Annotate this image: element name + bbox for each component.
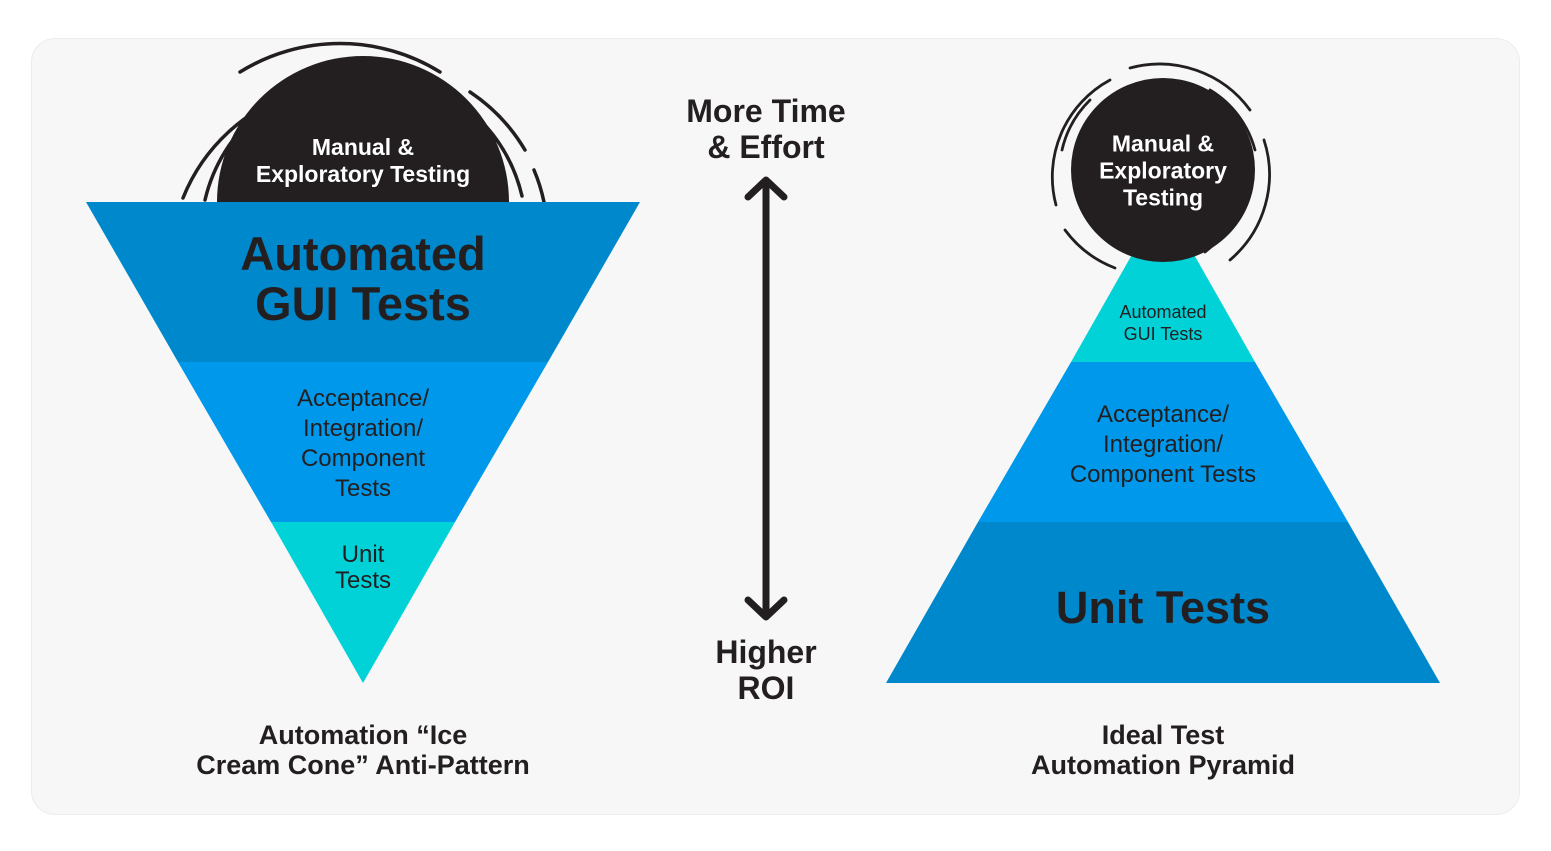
pyramid-manual-label: Manual & Exploratory Testing bbox=[1099, 130, 1227, 211]
pyramid-circle bbox=[1050, 62, 1271, 270]
pyramid-gui-label: Automated GUI Tests bbox=[1119, 302, 1207, 344]
pyramid-manual-circle bbox=[1071, 78, 1255, 262]
cone-manual-scoop bbox=[217, 56, 509, 202]
cone-unit-layer bbox=[271, 522, 455, 683]
cone-manual-label: Manual & Exploratory Testing bbox=[255, 134, 471, 187]
scale-bottom-label: Higher ROI bbox=[715, 634, 817, 706]
pyr-arc-2 bbox=[1128, 62, 1252, 112]
cone-arc-2 bbox=[238, 41, 442, 74]
pyramid-caption: Ideal Test Automation Pyramid bbox=[1030, 720, 1296, 780]
pyramid-gui-layer bbox=[1071, 200, 1255, 362]
pyramid-unit-label: Unit Tests bbox=[1055, 582, 1271, 633]
pyramid-acceptance-layer bbox=[978, 362, 1348, 522]
cone-acceptance-label: Acceptance/ Integration/ Component Tests bbox=[296, 385, 430, 502]
cone-gui-label: Automated GUI Tests bbox=[240, 227, 486, 330]
pyr-arc-5 bbox=[1060, 98, 1092, 152]
cone-arc-6 bbox=[532, 168, 546, 204]
pyr-arc-7 bbox=[1208, 88, 1257, 152]
double-arrow bbox=[744, 176, 788, 621]
pyr-arc-3 bbox=[1228, 138, 1271, 262]
cone-scoop bbox=[181, 41, 546, 204]
cone-acceptance-layer bbox=[178, 362, 548, 522]
cone-caption: Automation “Ice Cream Cone” Anti-Pattern bbox=[196, 720, 530, 780]
cone-arc-3 bbox=[468, 90, 527, 152]
cone-gui-layer bbox=[86, 202, 640, 362]
pyramid-acceptance-label: Acceptance/ Integration/ Component Tests bbox=[1069, 401, 1257, 488]
scale-top-label: More Time & Effort bbox=[686, 93, 846, 165]
pyramid-unit-layer bbox=[886, 522, 1440, 683]
pyr-arc-1 bbox=[1050, 78, 1112, 207]
cone-unit-label: Unit Tests bbox=[334, 541, 392, 594]
pyr-arc-4 bbox=[1063, 228, 1117, 270]
